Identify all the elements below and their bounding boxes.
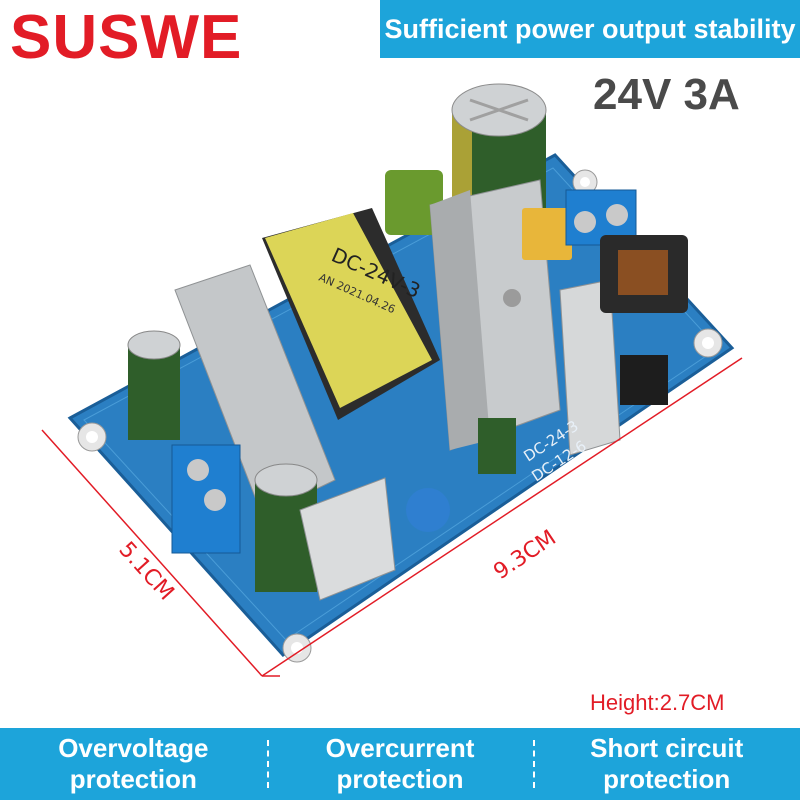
stability-banner: Sufficient power output stability: [380, 0, 800, 58]
disc-capacitor: [406, 488, 450, 532]
capacitor-small: [478, 418, 516, 474]
heatsink-left: [174, 264, 336, 516]
length-label: 9.3CM: [489, 525, 560, 585]
film-capacitor: [385, 170, 443, 235]
mosfet: [620, 355, 668, 405]
feature-overcurrent: Overcurrent protection: [266, 728, 534, 800]
features-bar: Overvoltage protection Overcurrent prote…: [0, 728, 800, 800]
dimension-width: [41, 429, 263, 677]
y-capacitor: [522, 208, 572, 260]
brand-logo: SUSWE: [10, 3, 243, 72]
heatsink-bottom: [299, 477, 396, 601]
feature-short-circuit: Short circuit protection: [533, 728, 800, 800]
dimension-length: [261, 357, 743, 677]
voltage-current-spec: 24V 3A: [593, 70, 740, 119]
capacitor-left: [127, 330, 181, 440]
terminal-output: [171, 444, 241, 554]
choke: [600, 235, 688, 313]
transformer: DC-24V-3 AN 2021.04.26: [262, 208, 440, 420]
feature-overvoltage: Overvoltage protection: [58, 733, 209, 794]
height-label: Height:2.7CM: [590, 690, 725, 715]
